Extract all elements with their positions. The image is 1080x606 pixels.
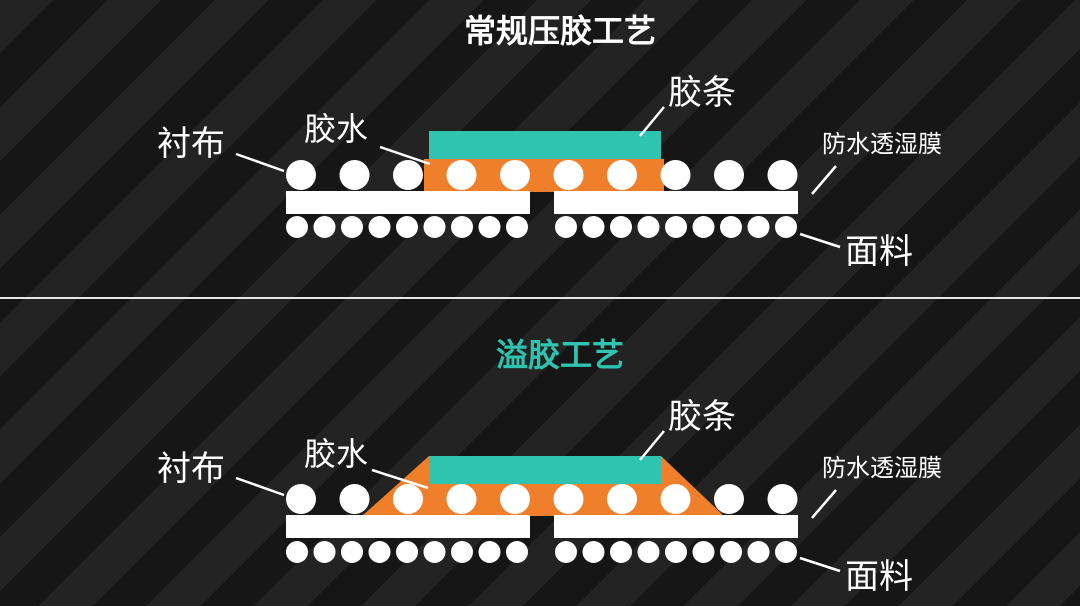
lining-fiber-circle (767, 160, 798, 190)
lining-fiber-circle (660, 484, 691, 514)
tape-strip (429, 456, 661, 484)
fabric-fiber-circle (637, 541, 660, 563)
membrane-label: 防水透湿膜 (822, 454, 942, 482)
membrane-label: 防水透湿膜 (822, 130, 942, 158)
glue-leader-line (371, 468, 429, 490)
fabric-fiber-circle (313, 541, 336, 563)
fabric-fiber-circle (396, 541, 418, 563)
fabric-fiber-circle (368, 216, 391, 238)
lining-fiber-circle (553, 484, 584, 514)
regular-process-title: 常规压胶工艺 (464, 12, 656, 50)
overflow-process-panel: 溢胶工艺 衬布 胶水 胶条 防水透湿膜 面料 (157, 336, 942, 597)
lining-fiber-circle (714, 484, 744, 514)
tape-label: 胶条 (668, 73, 736, 113)
lining-fiber-circle (339, 484, 370, 514)
fabric-fiber-circle (720, 541, 742, 563)
fabric-fiber-circle (692, 541, 715, 563)
fabric-circles (286, 216, 797, 238)
fabric-fiber-circle (341, 216, 363, 238)
membrane-layer-right (554, 191, 798, 214)
fabric-fiber-circle (423, 216, 446, 238)
tape-leader-line (639, 430, 665, 461)
lining-fiber-circle (286, 160, 316, 190)
fabric-fiber-circle (341, 541, 363, 563)
leader-lines (235, 430, 841, 573)
regular-process-panel: 常规压胶工艺 衬布 胶水 胶条 防水透湿膜 面料 (157, 12, 942, 272)
lining-fiber-circle (607, 484, 637, 514)
fabric-fiber-circle (451, 541, 473, 563)
lining-leader-line (235, 152, 285, 173)
fabric-fiber-circle (478, 216, 501, 238)
fabric-fiber-circle (286, 216, 308, 238)
membrane-layer-right (554, 515, 798, 538)
lining-fiber-circle (286, 484, 316, 514)
lining-fiber-circle (393, 160, 423, 190)
fabric-fiber-circle (582, 541, 605, 563)
overflow-process-title: 溢胶工艺 (496, 336, 624, 374)
fabric-label: 面料 (845, 232, 913, 272)
fabric-fiber-circle (506, 216, 528, 238)
fabric-fiber-circle (396, 216, 418, 238)
lining-circles (286, 484, 798, 514)
fabric-fiber-circle (775, 216, 797, 238)
fabric-fiber-circle (555, 541, 577, 563)
fabric-fiber-circle (555, 216, 577, 238)
lining-fiber-circle (660, 160, 691, 190)
fabric-fiber-circle (582, 216, 605, 238)
fabric-fiber-circle (610, 216, 632, 238)
fabric-fiber-circle (368, 541, 391, 563)
lining-leader-line (235, 476, 285, 497)
lining-label: 衬布 (157, 124, 225, 164)
glue-label: 胶水 (304, 110, 368, 148)
fabric-fiber-circle (775, 541, 797, 563)
tape-label: 胶条 (668, 397, 736, 437)
fabric-fiber-circle (478, 541, 501, 563)
fabric-fiber-circle (506, 541, 528, 563)
fabric-leader-line (799, 232, 841, 249)
lining-fiber-circle (339, 160, 370, 190)
glue-leader-line (379, 145, 431, 166)
fabric-leader-line (799, 556, 841, 573)
fabric-fiber-circle (423, 541, 446, 563)
leader-lines (235, 106, 841, 249)
lining-fiber-circle (553, 160, 584, 190)
fabric-fiber-circle (286, 541, 308, 563)
fabric-fiber-circle (747, 541, 770, 563)
tape-leader-line (639, 106, 665, 137)
lining-label: 衬布 (157, 449, 225, 489)
lining-fiber-circle (767, 484, 798, 514)
membrane-layer-left (286, 515, 530, 538)
lining-circles (286, 160, 798, 190)
fabric-fiber-circle (313, 216, 336, 238)
fabric-fiber-circle (665, 216, 687, 238)
glue-label: 胶水 (304, 435, 368, 473)
lining-fiber-circle (500, 484, 530, 514)
fabric-fiber-circle (747, 216, 770, 238)
fabric-fiber-circle (637, 216, 660, 238)
lining-fiber-circle (446, 160, 477, 190)
lining-fiber-circle (714, 160, 744, 190)
lining-fiber-circle (393, 484, 423, 514)
fabric-fiber-circle (610, 541, 632, 563)
membrane-leader-line (811, 165, 837, 195)
fabric-circles (286, 541, 797, 563)
fabric-fiber-circle (665, 541, 687, 563)
tape-strip (429, 131, 661, 159)
membrane-leader-line (811, 489, 837, 519)
membrane-layer-left (286, 191, 530, 214)
lining-fiber-circle (446, 484, 477, 514)
fabric-fiber-circle (451, 216, 473, 238)
fabric-fiber-circle (692, 216, 715, 238)
lining-fiber-circle (607, 160, 637, 190)
fabric-label: 面料 (845, 557, 913, 597)
lining-fiber-circle (500, 160, 530, 190)
fabric-fiber-circle (720, 216, 742, 238)
